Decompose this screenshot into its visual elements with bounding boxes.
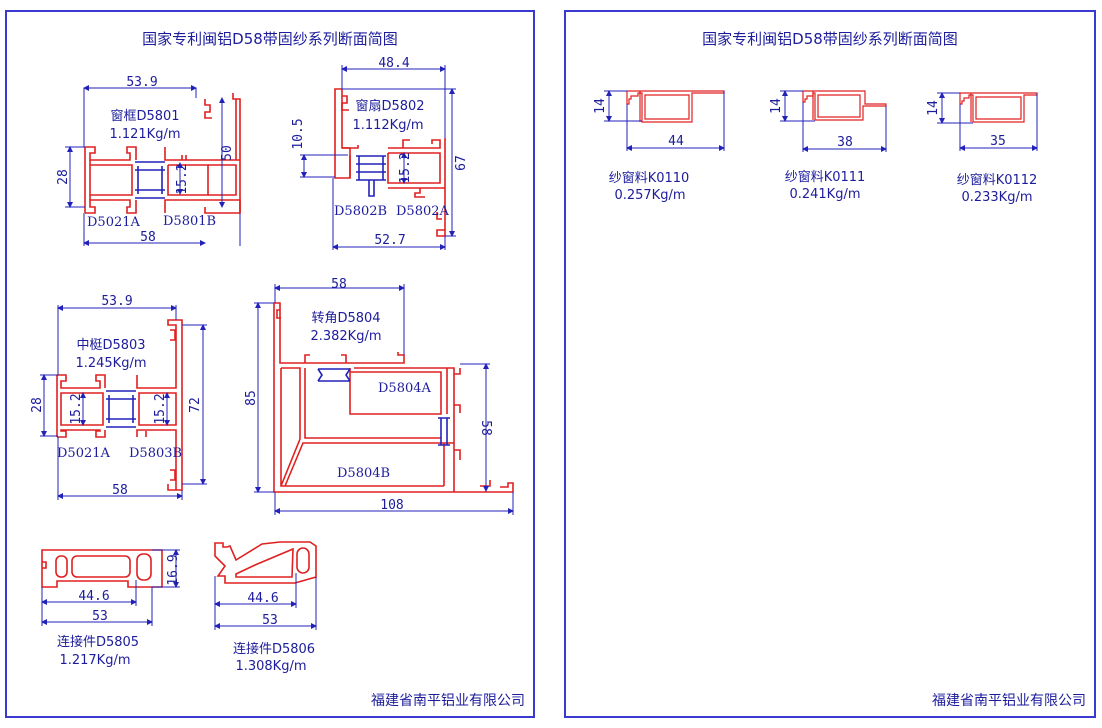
profile-name: 纱窗料K0110 [609, 170, 690, 186]
profile-d5806: 44.6 53 连接件D5806 1.308Kg/m [214, 541, 317, 674]
dim-width: 35 [990, 134, 1006, 149]
profile-d5801-thermal-strips [135, 161, 165, 199]
profile-k0112-outline [959, 92, 1038, 123]
profile-k0112: 14 35 纱窗料K0112 0.233Kg/m [926, 92, 1038, 205]
profile-name: 窗框D5801 [110, 108, 179, 124]
right-drawing-sheet: 国家专利闽铝D58带固纱系列断面简图 福建省南平铝业有限公司 [564, 10, 1096, 718]
profile-k0111: 14 38 纱窗料K0111 0.241Kg/m [769, 90, 887, 202]
profile-k0111-outline [802, 90, 887, 121]
dim-inner: 44.6 [247, 591, 278, 606]
profile-k0110-outline [626, 90, 725, 123]
dim-bottom: 58 [140, 230, 156, 245]
part-code: D5804B [337, 466, 390, 481]
part-code: D5802A [396, 204, 450, 219]
dim-left: 85 [244, 390, 259, 406]
dim-outer: 53 [262, 613, 278, 628]
dim-left: 28 [56, 169, 71, 185]
profile-k0110: 14 44 纱窗料K0110 0.257Kg/m [593, 90, 725, 203]
dim-top: 53.9 [101, 294, 132, 309]
sheet-title: 国家专利闽铝D58带固纱系列断面简图 [702, 30, 958, 48]
profile-name: 纱窗料K0111 [785, 169, 866, 185]
dim-right: 58 [478, 420, 493, 436]
sheet-title: 国家专利闽铝D58带固纱系列断面简图 [142, 30, 398, 48]
dim-inner: 15.2 [398, 152, 413, 183]
dim-outer: 53 [92, 609, 108, 624]
part-code: D5801B [163, 214, 216, 229]
dim-height: 14 [593, 98, 608, 114]
profile-d5803: 53.9 58 72 28 15.2 15.2 中梃D5803 1.245Kg/… [30, 294, 207, 500]
company-name: 福建省南平铝业有限公司 [932, 693, 1086, 709]
dim-height: 14 [769, 98, 784, 114]
profile-d5806-outline [214, 541, 317, 584]
company-name: 福建省南平铝业有限公司 [371, 693, 525, 709]
profile-weight: 0.257Kg/m [614, 188, 685, 203]
profile-d5801: 53.9 58 50 28 15.2 窗框D5801 1.121Kg/m D50… [56, 75, 241, 246]
profile-name: 纱窗料K0112 [957, 172, 1038, 188]
dim-bottom: 58 [112, 483, 128, 498]
profile-name: 连接件D5806 [233, 641, 315, 657]
dim-top: 53.9 [126, 75, 157, 90]
profile-weight: 0.233Kg/m [961, 190, 1032, 205]
profile-d5802-outline [334, 88, 446, 237]
profile-d5802-thermal-strips [356, 155, 386, 197]
part-code: D5021A [57, 446, 111, 461]
dim-top: 48.4 [378, 56, 409, 71]
profile-d5805: 44.6 53 16.9 连接件D5805 1.217Kg/m [41, 549, 181, 668]
dim-right: 50 [220, 145, 235, 161]
profile-d5803-outline [56, 319, 183, 491]
profile-d5803-thermal-strips [106, 390, 136, 428]
profile-name: 连接件D5805 [57, 634, 139, 650]
profile-d5805-outline [41, 549, 163, 588]
dim-bottom: 108 [380, 498, 403, 513]
part-code: D5802B [334, 204, 387, 219]
profile-name: 中梃D5803 [76, 338, 145, 353]
profile-weight: 1.217Kg/m [59, 653, 130, 668]
dim-inner-left: 15.2 [69, 393, 84, 424]
dim-bottom: 52.7 [374, 233, 405, 248]
dim-inner-right: 15.2 [153, 393, 168, 424]
profile-weight: 1.308Kg/m [235, 659, 306, 674]
part-code: D5803B [129, 446, 182, 461]
profile-weight: 1.245Kg/m [75, 356, 146, 371]
profile-weight: 0.241Kg/m [789, 187, 860, 202]
dim-width: 44 [668, 134, 684, 149]
profile-name: 转角D5804 [311, 311, 380, 326]
part-code: D5021A [87, 215, 141, 230]
dim-top: 58 [331, 277, 347, 292]
dim-left: 28 [30, 397, 45, 413]
profile-weight: 1.121Kg/m [109, 127, 180, 142]
dim-width: 38 [837, 135, 853, 150]
profile-weight: 2.382Kg/m [310, 329, 381, 344]
dim-left: 10.5 [291, 118, 306, 149]
profile-d5804-thermal-strips [317, 368, 450, 446]
part-code: D5804A [378, 381, 432, 396]
profile-d5802: 48.4 52.7 67 10.5 15.2 窗扇D5802 1.112Kg/m… [291, 56, 469, 250]
profile-d5804-outline [273, 302, 514, 493]
profile-weight: 1.112Kg/m [352, 118, 423, 133]
dim-inner: 15.2 [175, 163, 190, 194]
profile-d5804: 58 108 85 58 转角D5804 2.382Kg/m D5804A D5… [244, 277, 514, 515]
dim-height: 16.9 [166, 554, 181, 585]
dim-inner: 44.6 [78, 589, 109, 604]
profile-name: 窗扇D5802 [355, 98, 424, 114]
dim-right: 72 [188, 397, 203, 413]
dim-right: 67 [454, 155, 469, 171]
dim-height: 14 [926, 100, 941, 116]
